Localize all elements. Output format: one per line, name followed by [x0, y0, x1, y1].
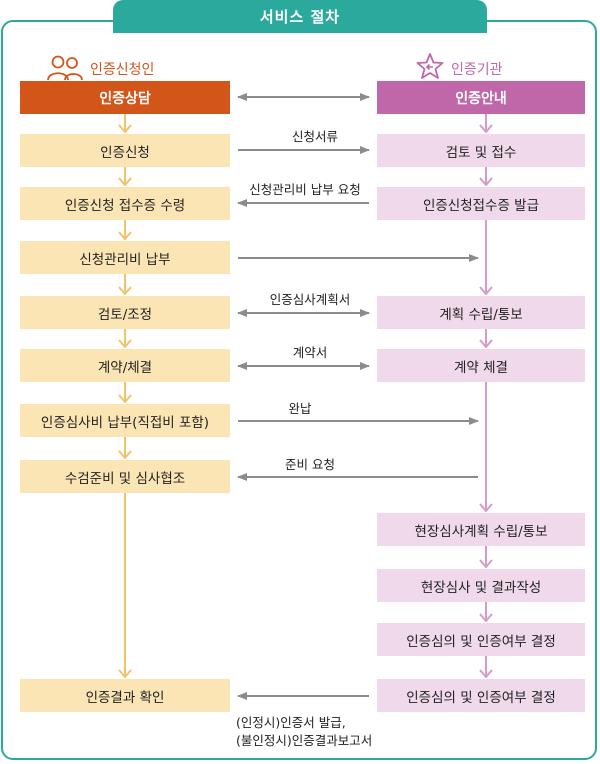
step-check-result: 인증결과 확인	[20, 679, 230, 712]
step-deliberation: 인증심의 및 인증여부 결정	[377, 623, 585, 656]
right-column-heading: 인증기관	[415, 52, 503, 86]
people-icon	[46, 53, 84, 85]
step-prepare-audit: 수검준비 및 심사협조	[20, 460, 230, 493]
step-final-decision: 인증심의 및 인증여부 결정	[377, 679, 585, 712]
label-paid-in-full: 완납	[288, 401, 312, 416]
step-review-accept: 검토 및 접수	[377, 134, 585, 167]
label-audit-plan: 인증심사계획서	[269, 292, 351, 307]
left-column-heading: 인증신청인	[46, 53, 154, 85]
label-contract: 계약서	[292, 345, 328, 360]
step-apply: 인증신청	[20, 134, 230, 167]
left-column-heading-label: 인증신청인	[90, 62, 155, 78]
label-result-not-certified: (불인정시)인증결과보고서	[236, 733, 373, 748]
step-plan-notify: 계획 수립/통보	[377, 296, 585, 329]
step-onsite-plan: 현장심사계획 수립/통보	[377, 513, 585, 546]
step-contract: 계약/체결	[20, 349, 230, 382]
exchange-arrows	[237, 93, 479, 700]
step-guidance: 인증안내	[377, 81, 585, 114]
step-issue-receipt: 인증신청접수증 발급	[377, 187, 585, 220]
label-fee-request: 신청관리비 납부 요청	[249, 182, 361, 197]
step-pay-audit-fee: 인증심사비 납부(직접비 포함)	[20, 404, 230, 437]
step-consultation: 인증상담	[20, 81, 230, 114]
step-review-adjust: 검토/조정	[20, 296, 230, 329]
label-prep-request: 준비 요청	[285, 457, 335, 472]
step-onsite-audit: 현장심사 및 결과작성	[377, 569, 585, 602]
star-badge-icon	[415, 52, 445, 86]
label-result-certified: (인정시)인증서 발급,	[236, 715, 346, 730]
step-sign-contract: 계약 체결	[377, 349, 585, 382]
step-receive-receipt: 인증신청 접수증 수령	[20, 187, 230, 220]
right-column-heading-label: 인증기관	[451, 62, 503, 78]
step-pay-fee: 신청관리비 납부	[20, 241, 230, 274]
label-application-docs: 신청서류	[291, 129, 338, 144]
page-title: 서비스 절차	[113, 0, 487, 33]
